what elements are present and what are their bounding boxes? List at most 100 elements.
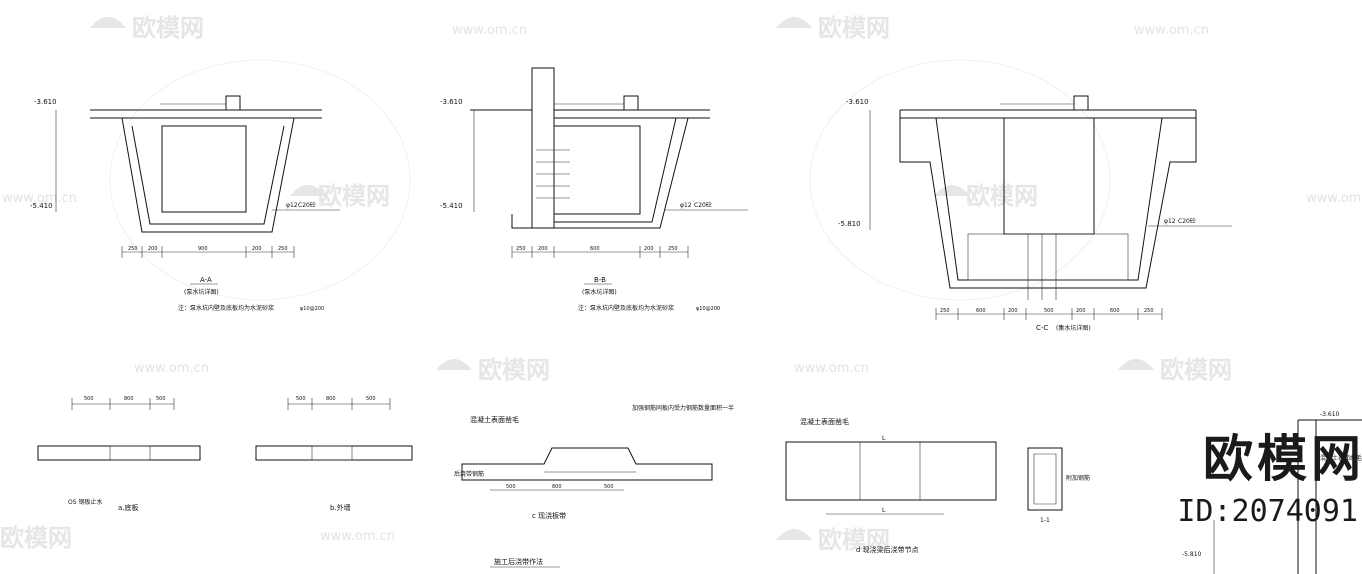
drain-pipe-box (225, 95, 241, 111)
watermark-logo: 欧模网 (776, 14, 890, 42)
detail-label: b.外墙 (330, 503, 351, 512)
pit-outer-outline (554, 117, 677, 223)
dimension-label: 250 (128, 246, 138, 252)
watermark-logo-icon (934, 185, 970, 196)
dimension-label: 800 (326, 396, 336, 402)
watermark-logo-icon (776, 17, 812, 28)
watermark-url: www.om.cn (1134, 23, 1209, 38)
drain-pipe-box (623, 95, 639, 111)
elevation-bottom-label: -5.810 (1182, 551, 1202, 558)
waterproof-label: C20砼 (298, 201, 316, 209)
detail-note: 后浇带钢筋 (454, 470, 484, 478)
detail-b: 500 800 500 b.外墙 (255, 396, 413, 512)
dimension-label: 500 (366, 396, 376, 402)
elevation-top-label: -3.610 (846, 98, 869, 106)
watermark-logo-icon (90, 17, 126, 28)
slab-strip-outline (461, 447, 713, 481)
dimension-label: 200 (1008, 308, 1018, 314)
waterproof-label: C20砼 (694, 201, 712, 209)
dimension-label: 800 (552, 484, 562, 490)
detail-label: d 现浇梁后浇带节点 (856, 545, 919, 554)
watermark-url: www.om.cn (1306, 191, 1362, 206)
watermark-logo-icon (290, 185, 326, 196)
detail-c: 500 800 500 混凝土表面凿毛 加强钢筋同板内受力钢筋数量面积一半 后浇… (454, 404, 734, 568)
dimension-label: 500 (296, 396, 306, 402)
watermark-logo-text: 欧模网 (1160, 356, 1232, 384)
detail-note: 混凝土表面凿毛 (1320, 454, 1362, 462)
watermark-url: www.om.cn (452, 23, 527, 38)
pit-base-outline (511, 117, 689, 229)
dimension-label: 500 (506, 484, 516, 490)
dimension-label: 250 (516, 246, 526, 252)
elevation-top-label: -3.610 (440, 98, 463, 106)
dimension-label: 600 (976, 308, 986, 314)
span-label: L (882, 435, 886, 442)
dimension-label: 250 (1144, 308, 1154, 314)
brand-logo-text: 欧模网 (1203, 430, 1362, 488)
detail-caption: OS 钢板止水 (68, 498, 102, 506)
pit-sump-box (1003, 117, 1095, 235)
bar-label: φ12 (680, 202, 692, 209)
detail-note: 加强钢筋同板内受力钢筋数量面积一半 (632, 404, 734, 412)
section-bb: -3.610 -5.410 φ12 C20砼 250 200 600 200 2… (440, 67, 748, 312)
elevation-top-label: -3.610 (1320, 411, 1340, 418)
bar-label: φ12 (286, 202, 298, 209)
dimension-label: 500 (604, 484, 614, 490)
dimension-label: 900 (198, 246, 208, 252)
section-title: A-A (200, 276, 212, 284)
section-cc: -3.610 -5.810 φ12 C20砼 250 600 200 500 2… (838, 95, 1232, 332)
pit-sump-box (161, 125, 247, 213)
dimension-ticks (935, 308, 1163, 320)
bottom-title: 施工后浇带作法 (494, 557, 543, 566)
watermark-logo-text: 欧模网 (818, 14, 890, 42)
brand-id-label: ID:2074091 (1177, 494, 1358, 529)
dimension-label: 200 (148, 246, 158, 252)
dimension-label: 200 (538, 246, 548, 252)
watermark-logo: 欧模网 (436, 356, 550, 384)
watermark-url: www.om.cn (794, 361, 869, 376)
section-subtitle: (集水坑详图) (1056, 324, 1091, 332)
section-title: C-C (1036, 324, 1048, 332)
dimension-label: 200 (644, 246, 654, 252)
detail-note: 混凝土表面凿毛 (800, 417, 849, 426)
span-label: L (882, 507, 886, 514)
watermark-logo: 欧模网 (934, 182, 1038, 210)
elevation-bottom-label: -5.810 (838, 220, 861, 228)
watermark-logo: 欧模网 (290, 182, 390, 210)
dimension-ticks (511, 246, 689, 258)
right-edge-detail: -3.610 -5.810 混凝土表面凿毛 (1182, 411, 1362, 574)
elevation-bottom-label: -5.410 (30, 202, 53, 210)
waterproof-label: C20砼 (1178, 217, 1196, 225)
watermark-ring (809, 59, 1111, 301)
section-subtitle: (泵水坑详图) (184, 288, 219, 296)
beam-section-stirrup (1033, 453, 1057, 505)
watermark-logo-text: 欧模网 (818, 526, 890, 554)
watermark-url: www.om.cn (320, 529, 395, 544)
watermark-logo: 欧模网 (776, 526, 890, 554)
beam-elevation (785, 441, 997, 501)
pit-base-box (967, 233, 1129, 281)
detail-note: 附加钢筋 (1066, 474, 1090, 482)
watermark-url: www.om.cn (2, 191, 77, 206)
dimension-label: 200 (252, 246, 262, 252)
pit-outer-outline (899, 110, 1197, 289)
section-note-code: φ10@200 (696, 306, 720, 312)
dimension-label: 250 (668, 246, 678, 252)
detail-d: L L 混凝土表面凿毛 附加钢筋 1-1 d 现浇梁后浇带节点 (785, 417, 1090, 554)
detail-label: c 现浇板带 (532, 511, 566, 520)
watermark-logo-text: 欧模网 (966, 182, 1038, 210)
waterstop-hatch (311, 445, 353, 461)
beam-section (1027, 447, 1063, 511)
watermark-layer: 欧模网 欧模网 欧模网 欧模网 欧模网 欧模网 欧模网 欧模网 www.o (0, 14, 1362, 554)
dimension-label: 600 (1110, 308, 1120, 314)
pit-inner-outline (131, 125, 285, 225)
dimension-label: 250 (940, 308, 950, 314)
dimension-label: 500 (1044, 308, 1054, 314)
watermark-logo: 欧模网 (0, 524, 72, 552)
watermark-logo-icon (776, 529, 812, 540)
watermark-logo-text: 欧模网 (318, 182, 390, 210)
section-subtitle: (泵水坑详图) (582, 288, 617, 296)
detail-a: 500 800 500 OS 钢板止水 a.底板 (37, 396, 201, 512)
section-title: B-B (594, 276, 606, 284)
